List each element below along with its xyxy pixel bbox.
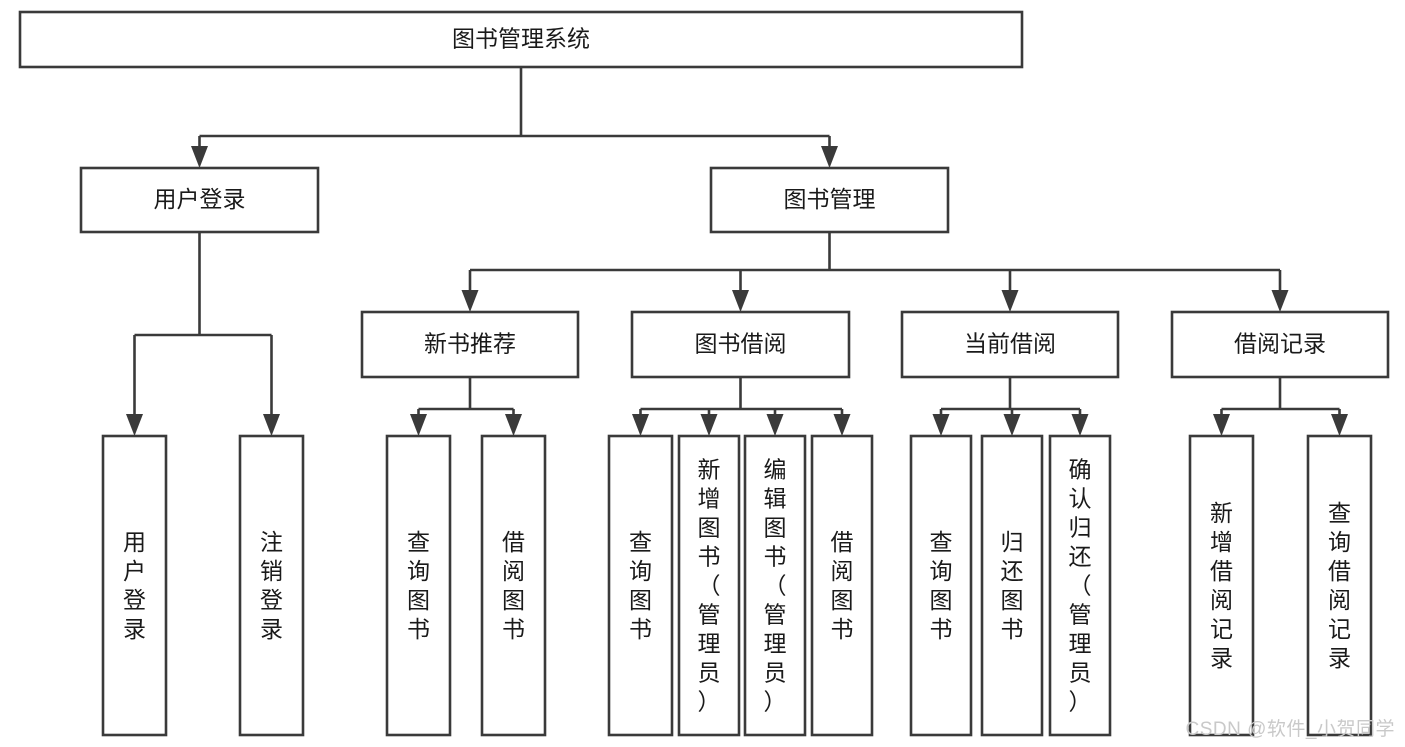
- node-leaf-7-rect: [810, 434, 874, 737]
- node-leaf-8-label: 查询图书: [930, 529, 953, 642]
- login-to-leaf-0-arrowhead: [126, 414, 143, 436]
- node-leaf-12-rect: [1306, 434, 1373, 737]
- level2-1-to-leaf-2-arrowhead: [766, 414, 784, 436]
- node-leaf-4[interactable]: 查询图书: [607, 434, 674, 737]
- node-level1-0-label: 用户登录: [154, 186, 246, 212]
- login-to-leaf-1-arrowhead: [263, 414, 280, 436]
- node-leaf-5-label: 新增图书（管理员）: [698, 457, 721, 715]
- node-level2-2-label: 当前借阅: [964, 331, 1056, 357]
- node-level1-1-rect: [709, 166, 950, 234]
- node-level2-1-label: 图书借阅: [695, 331, 787, 357]
- node-root-system-rect: [18, 10, 1024, 69]
- node-leaf-2[interactable]: 查询图书: [385, 434, 452, 737]
- level2-0-to-leaf-0-arrowhead: [410, 414, 427, 436]
- node-leaf-12[interactable]: 查询借阅记录: [1306, 434, 1373, 737]
- node-leaf-3-label: 借阅图书: [502, 529, 525, 642]
- node-root-system-label: 图书管理系统: [452, 26, 590, 52]
- level2-1-to-leaf-3-arrowhead: [833, 414, 851, 436]
- level2-3-to-leaf-1-arrowhead: [1331, 414, 1348, 436]
- node-level2-1-rect: [630, 310, 851, 379]
- level2-0-to-leaf-1-arrowhead: [505, 414, 522, 436]
- node-leaf-9-rect: [980, 434, 1044, 737]
- node-level2-0-rect: [360, 310, 580, 379]
- node-level2-3-rect: [1170, 310, 1390, 379]
- node-leaf-7-label: 借阅图书: [831, 529, 854, 642]
- books-to-level2-3-arrowhead: [1271, 290, 1289, 312]
- node-leaf-10-rect: [1048, 434, 1112, 737]
- node-level1-0-rect: [79, 166, 320, 234]
- node-leaf-6-rect: [743, 434, 807, 737]
- root-to-level1-1-arrowhead: [821, 146, 838, 168]
- node-leaf-12-label: 查询借阅记录: [1328, 500, 1351, 671]
- node-leaf-10[interactable]: 确认归还（管理员）: [1048, 434, 1112, 737]
- level2-2-to-leaf-0-arrowhead: [932, 414, 950, 436]
- node-leaf-1[interactable]: 注销登录: [238, 434, 305, 737]
- connectors-layer: [126, 67, 1348, 436]
- node-leaf-2-label: 查询图书: [407, 529, 430, 642]
- node-leaf-10-label: 确认归还（管理员）: [1069, 457, 1092, 715]
- node-leaf-8-rect: [909, 434, 973, 737]
- books-to-level2-0-arrowhead: [461, 290, 479, 312]
- node-leaf-1-label: 注销登录: [260, 529, 283, 642]
- node-level2-1[interactable]: 图书借阅: [630, 310, 851, 379]
- nodes-layer: 图书管理系统用户登录图书管理新书推荐图书借阅当前借阅借阅记录用户登录注销登录查询…: [18, 10, 1390, 737]
- node-leaf-6[interactable]: 编辑图书（管理员）: [743, 434, 807, 737]
- level2-1-to-leaf-1-arrowhead: [700, 414, 718, 436]
- node-level1-0[interactable]: 用户登录: [79, 166, 320, 234]
- node-leaf-6-label: 编辑图书（管理员）: [764, 457, 787, 715]
- node-level2-0[interactable]: 新书推荐: [360, 310, 580, 379]
- node-level1-1[interactable]: 图书管理: [709, 166, 950, 234]
- node-level1-1-label: 图书管理: [784, 186, 876, 212]
- node-level2-2[interactable]: 当前借阅: [900, 310, 1120, 379]
- node-leaf-8[interactable]: 查询图书: [909, 434, 973, 737]
- node-leaf-9[interactable]: 归还图书: [980, 434, 1044, 737]
- node-leaf-5-rect: [677, 434, 741, 737]
- node-leaf-9-label: 归还图书: [1001, 529, 1024, 642]
- books-to-level2-1-arrowhead: [732, 290, 749, 312]
- node-leaf-2-rect: [385, 434, 452, 737]
- node-leaf-3-rect: [480, 434, 547, 737]
- node-leaf-5[interactable]: 新增图书（管理员）: [677, 434, 741, 737]
- node-level2-3[interactable]: 借阅记录: [1170, 310, 1390, 379]
- node-leaf-11[interactable]: 新增借阅记录: [1188, 434, 1255, 737]
- level2-2-to-leaf-1-arrowhead: [1003, 414, 1021, 436]
- node-leaf-0-label: 用户登录: [123, 529, 146, 642]
- books-to-level2-2-arrowhead: [1001, 290, 1019, 312]
- node-leaf-11-rect: [1188, 434, 1255, 737]
- node-root-system[interactable]: 图书管理系统: [18, 10, 1024, 69]
- level2-2-to-leaf-2-arrowhead: [1071, 414, 1089, 436]
- level2-3-to-leaf-0-arrowhead: [1213, 414, 1230, 436]
- node-leaf-0[interactable]: 用户登录: [101, 434, 168, 737]
- node-leaf-11-label: 新增借阅记录: [1210, 500, 1233, 671]
- node-level2-2-rect: [900, 310, 1120, 379]
- node-leaf-4-rect: [607, 434, 674, 737]
- node-leaf-3[interactable]: 借阅图书: [480, 434, 547, 737]
- node-leaf-1-rect: [238, 434, 305, 737]
- root-to-level1-0-arrowhead: [191, 146, 208, 168]
- level2-1-to-leaf-0-arrowhead: [632, 414, 649, 436]
- node-leaf-0-rect: [101, 434, 168, 737]
- node-leaf-7[interactable]: 借阅图书: [810, 434, 874, 737]
- node-level2-0-label: 新书推荐: [424, 331, 516, 357]
- node-leaf-4-label: 查询图书: [629, 529, 652, 642]
- node-level2-3-label: 借阅记录: [1234, 331, 1326, 357]
